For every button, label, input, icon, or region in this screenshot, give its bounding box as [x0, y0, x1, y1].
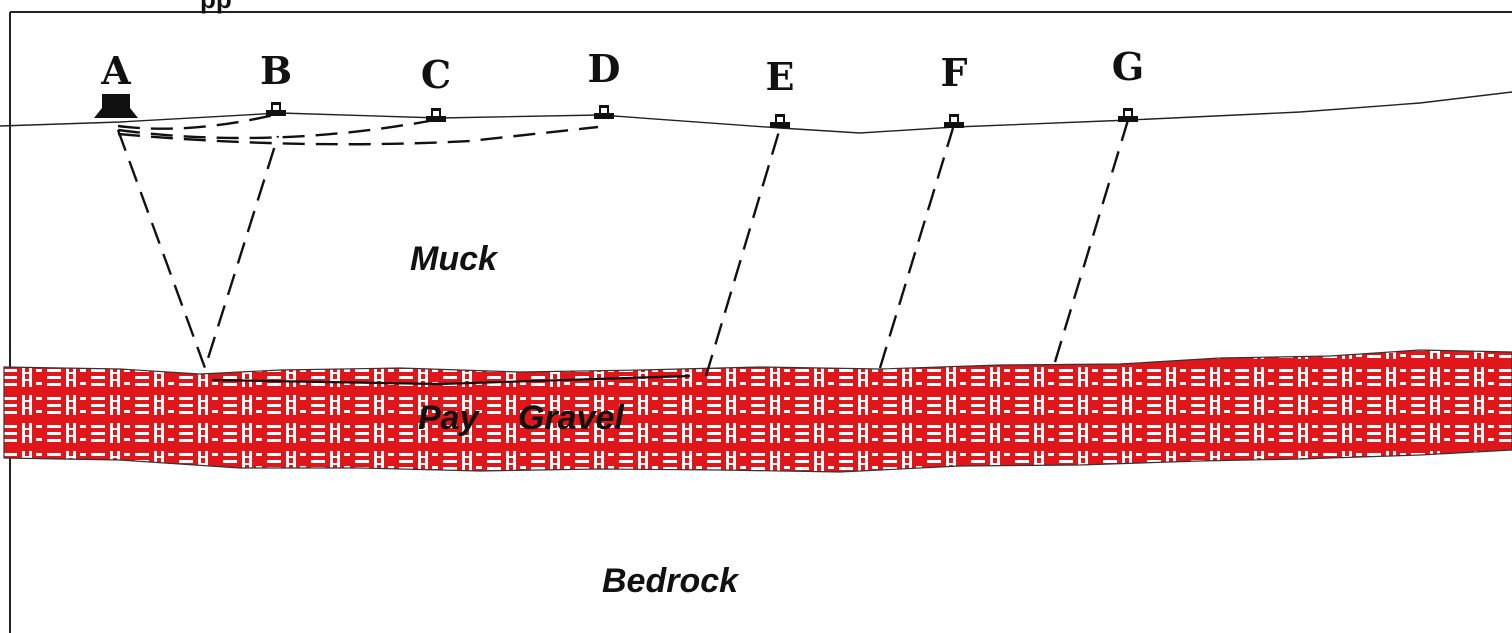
layer-label-bedrock: Bedrock	[602, 562, 740, 600]
station-label: E	[766, 54, 795, 99]
station-label: G	[1112, 44, 1144, 89]
station-b: B	[260, 48, 292, 116]
ray-refracted-f	[878, 127, 955, 369]
layer-label-gravel: Gravel	[518, 399, 625, 437]
header-fragment: pp	[200, 0, 232, 14]
ray-reflected-b	[116, 129, 280, 372]
station-g: G	[1112, 44, 1144, 122]
layer-label-muck: Muck	[410, 240, 499, 278]
seismic-source-icon	[94, 94, 138, 118]
layer-label-pay: Pay	[418, 399, 481, 437]
station-label: D	[588, 46, 621, 91]
geophone-icon	[266, 102, 286, 116]
station-d: D	[588, 46, 621, 119]
ray-refracted-e	[704, 127, 782, 377]
station-a: A	[94, 48, 138, 118]
ray-direct-ad	[117, 125, 599, 146]
station-label: B	[260, 48, 292, 93]
geophone-icon	[426, 108, 446, 122]
header-fragment-mask	[200, 0, 280, 11]
geophone-icon	[770, 114, 790, 128]
ray-refracted-g	[1053, 119, 1130, 363]
ray-along-interface	[211, 374, 691, 386]
geophone-icon	[944, 114, 964, 128]
station-f: F	[941, 50, 968, 128]
station-label: A	[100, 48, 131, 93]
pay-gravel-layer	[3, 349, 1512, 473]
ray-direct-ab	[117, 112, 279, 130]
stations: A B C D E F G	[94, 44, 1144, 128]
ray-direct-ac	[117, 118, 436, 140]
ray-paths	[116, 112, 1130, 377]
station-c: C	[421, 52, 451, 122]
station-label: F	[941, 50, 968, 95]
ground-surface-line	[0, 91, 1512, 134]
station-label: C	[421, 52, 451, 97]
geophone-icon	[594, 105, 614, 119]
station-e: E	[766, 54, 795, 128]
geophone-icon	[1118, 108, 1138, 122]
